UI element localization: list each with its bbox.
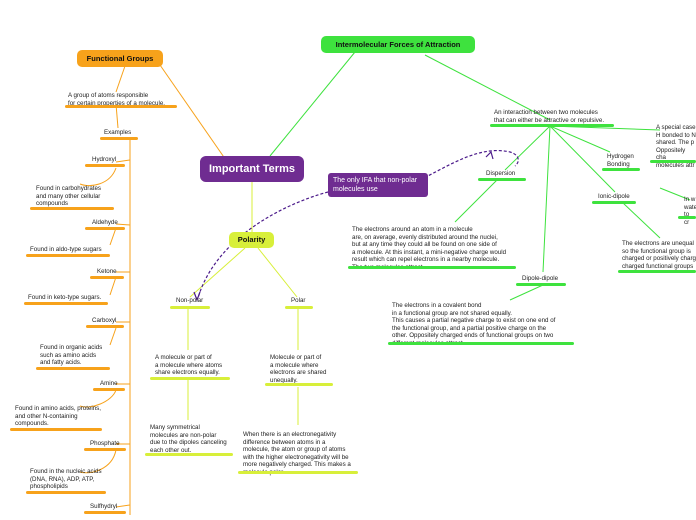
ionic-side-underline — [678, 216, 696, 219]
carboxyl-label[interactable]: Carboxyl — [92, 317, 117, 324]
aldehyde-note: Found in aldo-type sugars — [30, 246, 102, 253]
sulfhydryl-label[interactable]: Sulfhydryl — [90, 503, 118, 510]
aldehyde-label[interactable]: Aldehyde — [92, 219, 118, 226]
aldehyde-note-underline — [26, 254, 110, 257]
nonpolar-definition: A molecule or part of a molecule where a… — [155, 354, 223, 377]
definition-underline — [65, 105, 177, 108]
nonpolar-note: Many symmetrical molecules are non-polar… — [150, 424, 227, 454]
ketone-underline — [90, 276, 124, 279]
hydrogen-note: A special case H bonded to N shared. The… — [656, 124, 696, 169]
sulfhydryl-underline — [84, 511, 126, 514]
dispersion-label[interactable]: Dispersion — [486, 170, 516, 177]
ionic-dipole-label[interactable]: Ionic-dipole — [598, 193, 630, 200]
polarity-node[interactable]: Polarity — [229, 232, 274, 248]
dipole-note-underline — [388, 342, 574, 345]
imf-definition-underline — [490, 124, 614, 127]
polar-note: When there is an electronegativity diffe… — [243, 431, 351, 476]
functional-groups-definition: A group of atoms responsible for certain… — [68, 92, 165, 107]
polar-note-underline — [238, 471, 358, 474]
dispersion-note-underline — [348, 266, 516, 269]
amine-note-underline — [10, 428, 102, 431]
carboxyl-note: Found in organic acids such as amino aci… — [40, 344, 103, 367]
ionic-note-underline — [618, 270, 696, 273]
dipole-underline — [516, 283, 566, 286]
amine-note: Found in amino acids, proteins, and othe… — [15, 405, 101, 428]
hydroxyl-note: Found in carbohydrates and many other ce… — [36, 185, 102, 208]
functional-groups-node[interactable]: Functional Groups — [77, 50, 163, 67]
hydrogen-note-underline — [650, 160, 696, 163]
nonpolar-label[interactable]: Non-polar — [176, 297, 204, 304]
nonpolar-underline — [170, 306, 210, 309]
ionic-dipole-side-note: In w wate to cr — [684, 196, 696, 226]
ionic-dipole-underline — [592, 201, 636, 204]
hydroxyl-note-underline — [30, 207, 114, 210]
hydrogen-bonding-label[interactable]: Hydrogen Bonding — [607, 153, 634, 168]
imf-node[interactable]: Intermolecular Forces of Attraction — [321, 36, 475, 53]
polar-label[interactable]: Polar — [291, 297, 306, 304]
dipole-label[interactable]: Dipole-dipole — [522, 275, 559, 282]
hydrogen-underline — [602, 168, 640, 171]
phosphate-label[interactable]: Phosphate — [90, 440, 120, 447]
polar-definition-underline — [265, 383, 333, 386]
ketone-note: Found in keto-type sugars. — [28, 294, 102, 301]
dispersion-note: The electrons around an atom in a molecu… — [352, 226, 507, 271]
amine-underline — [93, 388, 125, 391]
ketone-label[interactable]: Ketone — [97, 268, 117, 275]
phosphate-note-underline — [26, 491, 106, 494]
carboxyl-note-underline — [36, 367, 110, 370]
hydroxyl-label[interactable]: Hydroxyl — [92, 156, 117, 163]
hydroxyl-underline — [85, 164, 125, 167]
polar-underline — [285, 306, 313, 309]
central-topic[interactable]: Important Terms — [200, 156, 304, 182]
phosphate-note: Found in the nucleic acids (DNA, RNA), A… — [30, 468, 102, 491]
examples-underline — [100, 137, 138, 140]
only-ifa-note[interactable]: The only IFA that non-polar molecules us… — [328, 173, 428, 197]
aldehyde-underline — [85, 227, 125, 230]
examples-label[interactable]: Examples — [104, 129, 132, 136]
amine-label[interactable]: Amine — [100, 380, 118, 387]
imf-definition: An interaction between two molecules tha… — [494, 109, 605, 124]
ionic-dipole-note: The electrons are unequal so the functio… — [622, 240, 696, 270]
nonpolar-note-underline — [145, 453, 233, 456]
dispersion-underline — [478, 178, 526, 181]
phosphate-underline — [84, 448, 126, 451]
carboxyl-underline — [86, 325, 124, 328]
ketone-note-underline — [24, 302, 108, 305]
polar-definition: Molecule or part of a molecule where ele… — [270, 354, 327, 384]
dipole-note: The electrons in a covalent bond in a fu… — [392, 302, 556, 347]
nonpolar-definition-underline — [150, 377, 230, 380]
